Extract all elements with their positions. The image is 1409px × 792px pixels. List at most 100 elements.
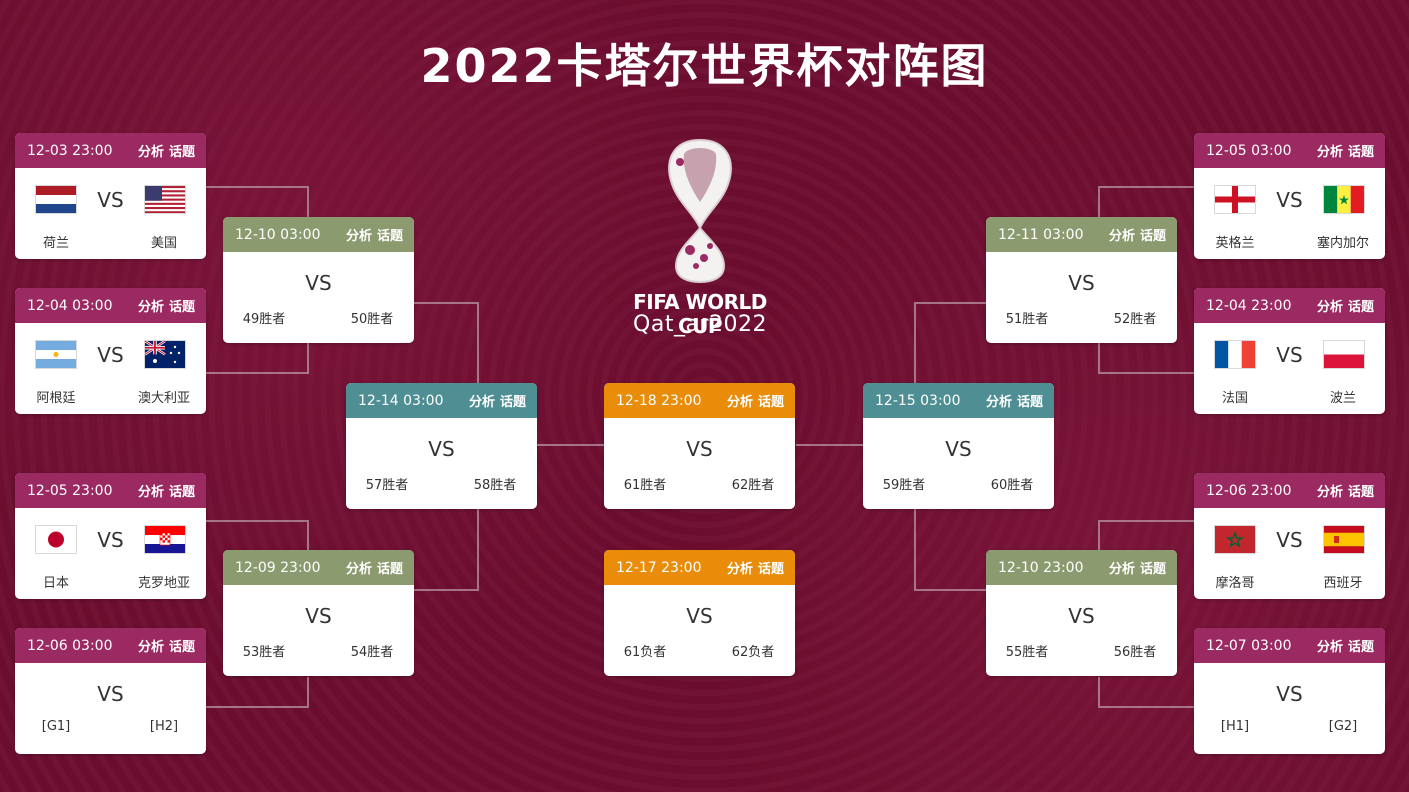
match-card-sf-l[interactable]: 12-14 03:00 分析话题 VS 57胜者 58胜者: [346, 383, 537, 509]
match-card-r2[interactable]: 12-04 23:00 分析话题 VS 法国 波兰: [1194, 288, 1385, 414]
match-time: 12-18 23:00: [616, 392, 702, 409]
analysis-link[interactable]: 分析: [137, 485, 164, 500]
croatia-flag-icon: [145, 526, 185, 553]
home-team: 法国: [1221, 391, 1248, 406]
match-card-qf-r2[interactable]: 12-10 23:00 分析话题 VS 55胜者 56胜者: [986, 550, 1177, 676]
match-card-qf-r1[interactable]: 12-11 03:00 分析话题 VS 51胜者 52胜者: [986, 217, 1177, 343]
analysis-link[interactable]: 分析: [345, 229, 372, 244]
match-time: 12-06 03:00: [27, 637, 113, 654]
topic-link[interactable]: 话题: [376, 562, 403, 577]
away-team: 50胜者: [350, 312, 394, 327]
topic-link[interactable]: 话题: [757, 562, 784, 577]
topic-link[interactable]: 话题: [1016, 395, 1043, 410]
analysis-link[interactable]: 分析: [137, 640, 164, 655]
match-card-l3[interactable]: 12-05 23:00 分析话题 VS 日本 克罗地亚: [15, 473, 206, 599]
analysis-link[interactable]: 分析: [137, 300, 164, 315]
home-team: 摩洛哥: [1215, 576, 1255, 591]
trophy-emblem-icon: [668, 138, 732, 284]
vs-label: VS: [97, 343, 124, 367]
analysis-link[interactable]: 分析: [726, 395, 753, 410]
vs-label: VS: [1276, 682, 1303, 706]
home-team: 49胜者: [242, 312, 286, 327]
vs-label: VS: [428, 437, 455, 461]
away-team: 54胜者: [350, 645, 394, 660]
match-header: 12-07 03:00 分析话题: [1194, 628, 1385, 663]
topic-link[interactable]: 话题: [1347, 300, 1374, 315]
match-card-third-place[interactable]: 12-17 23:00 分析话题 VS 61负者 62负者: [604, 550, 795, 676]
away-team: 60胜者: [990, 478, 1034, 493]
match-header: 12-04 03:00 分析话题: [15, 288, 206, 323]
match-time: 12-04 03:00: [27, 297, 113, 314]
france-flag-icon: [1215, 341, 1255, 368]
analysis-link[interactable]: 分析: [726, 562, 753, 577]
analysis-link[interactable]: 分析: [1108, 562, 1135, 577]
analysis-link[interactable]: 分析: [985, 395, 1012, 410]
home-team: 55胜者: [1005, 645, 1049, 660]
match-card-sf-r[interactable]: 12-15 03:00 分析话题 VS 59胜者 60胜者: [863, 383, 1054, 509]
match-card-l1[interactable]: 12-03 23:00 分析话题 VS 荷兰 美国: [15, 133, 206, 259]
topic-link[interactable]: 话题: [757, 395, 784, 410]
match-time: 12-03 23:00: [27, 142, 113, 159]
topic-link[interactable]: 话题: [1347, 640, 1374, 655]
home-team: 荷兰: [42, 236, 69, 251]
match-card-l4[interactable]: 12-06 03:00 分析话题 VS [G1] [H2]: [15, 628, 206, 754]
fifa-world-cup-logo: FIFA WORLD CUP Qat_ar2022: [612, 132, 788, 342]
match-card-r4[interactable]: 12-07 03:00 分析话题 VS [H1] [G2]: [1194, 628, 1385, 754]
topic-link[interactable]: 话题: [1139, 229, 1166, 244]
match-time: 12-05 03:00: [1206, 142, 1292, 159]
home-team: 日本: [42, 576, 69, 591]
match-card-r3[interactable]: 12-06 23:00 分析话题 VS 摩洛哥 西班牙: [1194, 473, 1385, 599]
away-team: 澳大利亚: [137, 391, 190, 406]
topic-link[interactable]: 话题: [168, 145, 195, 160]
netherlands-flag-icon: [36, 186, 76, 213]
vs-label: VS: [1068, 271, 1095, 295]
away-team: 塞内加尔: [1316, 236, 1369, 251]
home-team: 61负者: [623, 645, 667, 660]
match-time: 12-07 03:00: [1206, 637, 1292, 654]
topic-link[interactable]: 话题: [1139, 562, 1166, 577]
analysis-link[interactable]: 分析: [1316, 300, 1343, 315]
analysis-link[interactable]: 分析: [1316, 640, 1343, 655]
match-header: 12-17 23:00 分析话题: [604, 550, 795, 585]
match-header: 12-06 03:00 分析话题: [15, 628, 206, 663]
analysis-link[interactable]: 分析: [468, 395, 495, 410]
away-team: 波兰: [1329, 391, 1356, 406]
away-team: 58胜者: [473, 478, 517, 493]
match-card-l2[interactable]: 12-04 03:00 分析话题 VS 阿根廷 澳大利亚: [15, 288, 206, 414]
topic-link[interactable]: 话题: [1347, 145, 1374, 160]
topic-link[interactable]: 话题: [499, 395, 526, 410]
vs-label: VS: [97, 188, 124, 212]
vs-label: VS: [97, 528, 124, 552]
england-flag-icon: [1215, 186, 1255, 213]
analysis-link[interactable]: 分析: [345, 562, 372, 577]
vs-label: VS: [305, 271, 332, 295]
topic-link[interactable]: 话题: [168, 640, 195, 655]
analysis-link[interactable]: 分析: [1316, 485, 1343, 500]
home-team: 59胜者: [882, 478, 926, 493]
topic-link[interactable]: 话题: [168, 485, 195, 500]
vs-label: VS: [1068, 604, 1095, 628]
analysis-link[interactable]: 分析: [137, 145, 164, 160]
vs-label: VS: [1276, 188, 1303, 212]
topic-link[interactable]: 话题: [376, 229, 403, 244]
match-time: 12-10 03:00: [235, 226, 321, 243]
away-team: 克罗地亚: [137, 576, 190, 591]
match-card-final[interactable]: 12-18 23:00 分析话题 VS 61胜者 62胜者: [604, 383, 795, 509]
match-card-r1[interactable]: 12-05 03:00 分析话题 VS 英格兰 塞内加尔: [1194, 133, 1385, 259]
match-time: 12-10 23:00: [998, 559, 1084, 576]
match-time: 12-05 23:00: [27, 482, 113, 499]
home-team: 阿根廷: [36, 391, 76, 406]
match-card-qf-l1[interactable]: 12-10 03:00 分析话题 VS 49胜者 50胜者: [223, 217, 414, 343]
match-time: 12-11 03:00: [998, 226, 1084, 243]
away-team: 56胜者: [1113, 645, 1157, 660]
match-card-qf-l2[interactable]: 12-09 23:00 分析话题 VS 53胜者 54胜者: [223, 550, 414, 676]
home-team: [H1]: [1220, 719, 1250, 734]
match-time: 12-17 23:00: [616, 559, 702, 576]
analysis-link[interactable]: 分析: [1316, 145, 1343, 160]
topic-link[interactable]: 话题: [168, 300, 195, 315]
match-header: 12-06 23:00 分析话题: [1194, 473, 1385, 508]
spain-flag-icon: [1324, 526, 1364, 553]
analysis-link[interactable]: 分析: [1108, 229, 1135, 244]
topic-link[interactable]: 话题: [1347, 485, 1374, 500]
match-header: 12-10 23:00 分析话题: [986, 550, 1177, 585]
